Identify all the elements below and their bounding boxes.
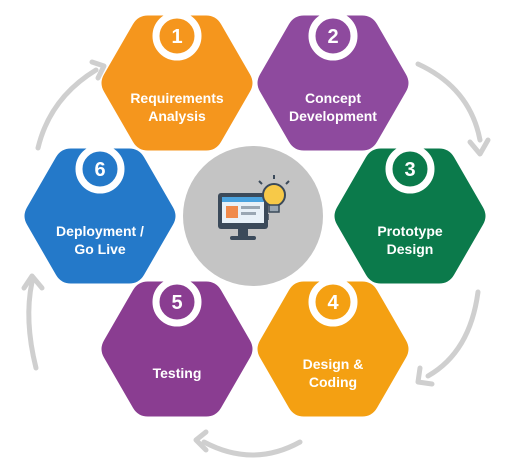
- computer-lightbulb-icon: [218, 175, 290, 240]
- step-hexagon: [101, 281, 253, 417]
- step-5: 5: [101, 277, 253, 417]
- step-label: Testing: [117, 364, 237, 382]
- step-hexagon: [257, 281, 409, 417]
- arrowhead-right-bottom: [415, 365, 435, 387]
- step-hexagon: [334, 148, 486, 284]
- step-6: 6: [24, 144, 176, 284]
- center-hub: [183, 146, 323, 286]
- step-label-line: Design: [386, 241, 434, 257]
- step-number: 1: [171, 26, 182, 48]
- step-number-badge: [152, 11, 202, 61]
- step-2: 2: [257, 11, 409, 151]
- step-4: 4: [257, 277, 409, 417]
- outer-arrow-right-top: [415, 61, 483, 143]
- step-label-line: Coding: [308, 374, 358, 390]
- step-number: 4: [327, 292, 339, 314]
- step-label-line: Go Live: [74, 241, 126, 257]
- outer-arrow-left-top: [35, 67, 99, 151]
- step-3: 3: [334, 144, 486, 284]
- step-label-line: Prototype: [377, 223, 443, 239]
- step-number: 2: [327, 26, 338, 48]
- step-label-line: Testing: [152, 365, 202, 381]
- step-hexagon: [101, 15, 253, 151]
- outer-arrow-left-bottom: [26, 279, 39, 371]
- arrowhead-bottom: [193, 429, 209, 453]
- arrowhead-left-bottom: [21, 273, 45, 291]
- step-label: Deployment / Go Live: [40, 222, 160, 258]
- step-number-badge: [308, 11, 358, 61]
- step-label-line: Analysis: [148, 108, 206, 124]
- step-label-line: Deployment /: [56, 223, 144, 239]
- step-1: 1: [101, 11, 253, 151]
- step-number-badge: [75, 144, 125, 194]
- step-hexagon: [257, 15, 409, 151]
- step-label-line: Design &: [302, 356, 364, 372]
- step-number: 3: [404, 159, 415, 181]
- step-label-line: Development: [289, 108, 377, 124]
- outer-arrow-bottom: [201, 439, 303, 458]
- step-label-line: Concept: [305, 90, 361, 106]
- step-label-line: Requirements: [130, 90, 224, 106]
- arrowhead-right-top: [467, 137, 491, 157]
- step-label: Design & Coding: [273, 355, 393, 391]
- arrowhead-left-top: [89, 59, 107, 81]
- step-hexagon: [24, 148, 176, 284]
- step-number-badge: [152, 277, 202, 327]
- step-number-badge: [308, 277, 358, 327]
- cycle-arrows: [21, 59, 491, 458]
- step-number-badge: [385, 144, 435, 194]
- step-hexagons: 1 2 3 4 5 6: [24, 11, 486, 417]
- step-number: 5: [171, 292, 182, 314]
- step-number: 6: [94, 159, 105, 181]
- outer-arrow-right-bottom: [425, 289, 481, 379]
